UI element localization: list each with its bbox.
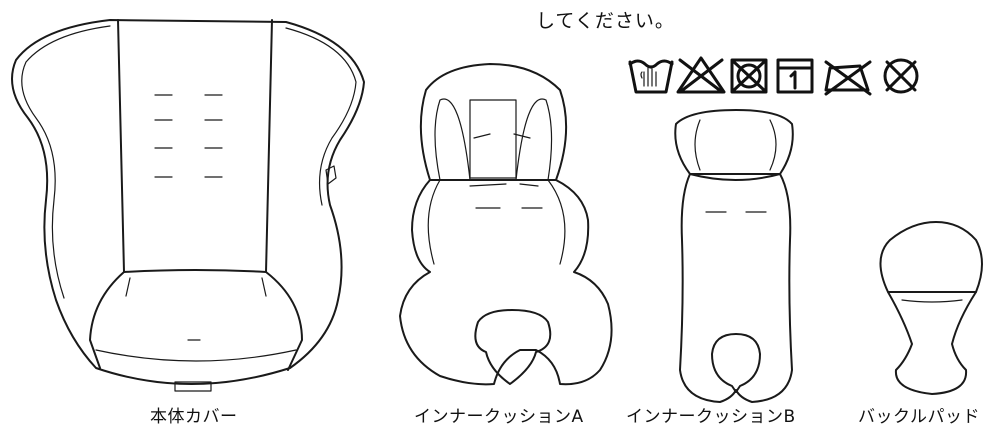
no-bleach-icon [676,56,726,94]
main-cover-label: 本体カバー [150,407,238,427]
inner-cushion-b-label: インナークッションB [626,407,796,427]
inner-cushion-a-label: インナークッションA [414,407,584,427]
no-dry-clean-icon [883,58,919,94]
inner-cushion-a-illustration [399,63,613,386]
inner-cushion-b-illustration [674,109,794,403]
buckle-pad-illustration [879,221,983,395]
main-cover-illustration [11,19,365,392]
hand-wash-icon [628,59,674,94]
instruction-note: してください。 [536,10,675,32]
no-tumble-dry-icon [730,58,768,94]
line-dry-icon [776,58,814,94]
no-iron-icon [824,60,872,96]
buckle-pad-label: バックルパッド [858,407,980,427]
